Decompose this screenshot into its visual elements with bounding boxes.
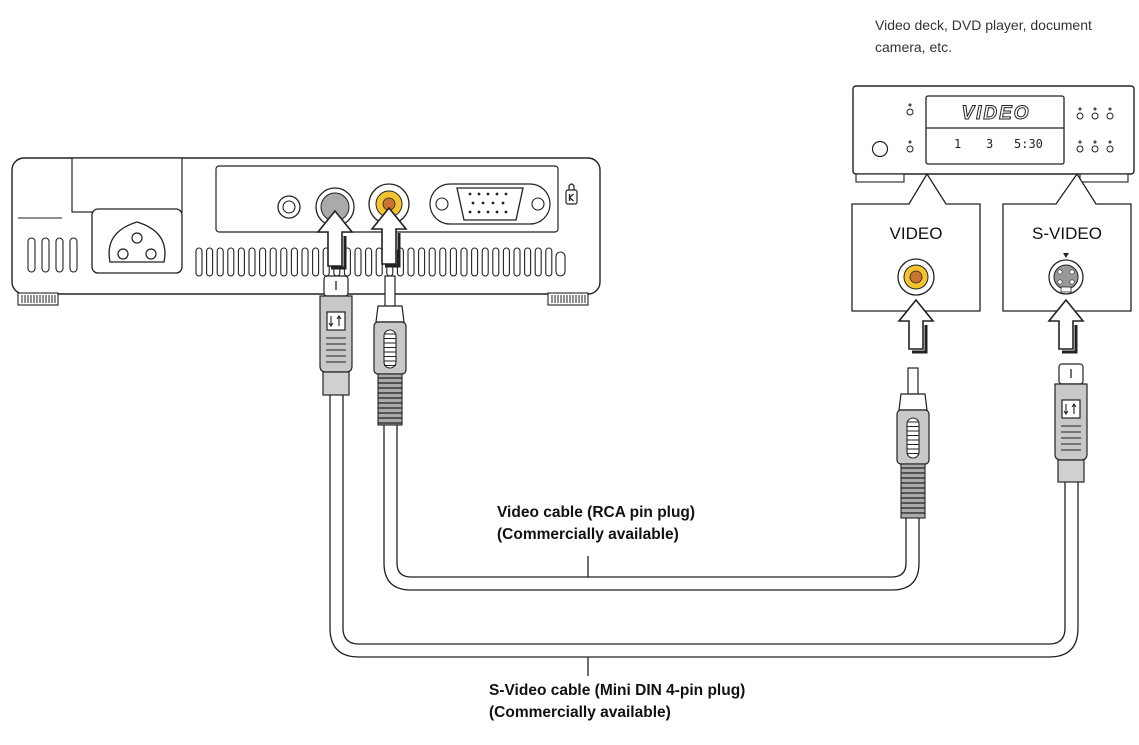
rca-plug-projector [373,275,407,426]
svideo-plug-projector [319,275,353,396]
projector-foot-left [17,292,59,306]
deck-display-title: VIDEO [961,103,1031,125]
deck-display-digit-1: 1 [954,137,962,151]
svideo-cable [329,395,1079,658]
svideo-cable-label: S-Video cable (Mini DIN 4-pin plug) (Com… [489,680,745,724]
arrow-svideo-in [316,209,354,270]
arrow-video-in [370,206,408,268]
audio-jack [277,195,301,219]
svideo-panel-label: S-VIDEO [1032,224,1102,243]
ac-inlet [91,208,183,274]
device-caption: Video deck, DVD player, document camera,… [875,14,1137,58]
kensington-lock-icon [565,183,578,205]
video-cable-label-line1: Video cable (RCA pin plug) [497,504,696,521]
video-cable-label-line2: (Commercially available) [497,526,679,543]
projector [11,157,601,306]
deck-display-digit-2: 3 [986,137,994,151]
arrow-svideo-out [1047,298,1085,354]
arrow-video-out [897,298,935,354]
rca-plug-deck [896,367,930,519]
video-cable [383,425,920,591]
video-panel-label: VIDEO [889,224,943,243]
deck-svideo-port [1048,253,1084,295]
projector-video-port [368,183,410,225]
svideo-callout-panel [1002,172,1132,312]
projector-foot-right [547,292,589,306]
device-caption-line2: camera, etc. [875,39,953,55]
video-cable-label: Video cable (RCA pin plug) (Commercially… [497,502,695,546]
projector-svideo-port [315,187,355,227]
deck-video-port [897,258,935,296]
svideo-cable-label-line1: S-Video cable (Mini DIN 4-pin plug) [489,682,746,699]
video-callout-panel [851,172,981,312]
projector-vga-port [429,183,551,225]
deck-display-digit-3: 5:30 [1014,137,1043,151]
device-caption-line1: Video deck, DVD player, document [875,17,1092,33]
svideo-cable-label-line2: (Commercially available) [489,704,671,721]
video-deck [852,85,1135,183]
svideo-plug-deck [1054,363,1088,483]
